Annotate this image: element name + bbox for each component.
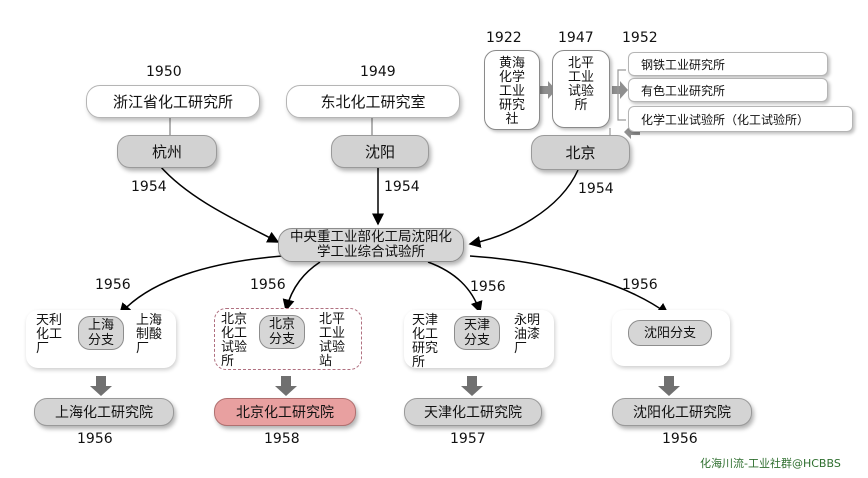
org-zhejiang-chemical-institute: 浙江省化工研究所 bbox=[86, 85, 260, 118]
center-shenyang-comprehensive-lab: 中央重工业部化工局沈阳化学工业综合试验所 bbox=[278, 228, 464, 262]
merge-year-hangzhou: 1954 bbox=[131, 179, 167, 195]
beijing-right-station: 北平工业试验站 bbox=[319, 312, 346, 369]
city-beijing: 北京 bbox=[531, 135, 630, 170]
org-dongbei-chemical-lab: 东北化工研究室 bbox=[286, 85, 460, 118]
branch-year-beijing: 1956 bbox=[250, 277, 286, 293]
beijing-left-institute: 北京化工试验所 bbox=[221, 312, 248, 369]
arrow-beiping-institutes bbox=[612, 81, 628, 99]
down-arrow-beijing bbox=[275, 376, 297, 396]
pill-beijing-branch: 北京分支 bbox=[259, 315, 305, 349]
branch-shanghai: 天利化工厂 上海分支 上海制酸厂 bbox=[26, 310, 176, 368]
pill-shenyang-branch: 沈阳分支 bbox=[628, 320, 712, 346]
result-year-beijing: 1958 bbox=[264, 431, 300, 447]
arrow-center-shanghai bbox=[119, 255, 283, 316]
year-1952: 1952 bbox=[622, 30, 658, 46]
shanghai-right-factory: 上海制酸厂 bbox=[136, 313, 163, 356]
watermark: 化海川流-工业社群@HCBBS bbox=[700, 457, 841, 470]
result-shenyang-institute: 沈阳化工研究院 bbox=[612, 398, 752, 426]
result-year-shanghai: 1956 bbox=[77, 431, 113, 447]
down-arrow-shenyang bbox=[658, 376, 680, 396]
institute-nonferrous: 有色工业研究所 bbox=[628, 78, 828, 102]
result-tianjin-institute: 天津化工研究院 bbox=[404, 398, 542, 426]
branch-year-shenyang: 1956 bbox=[622, 277, 658, 293]
city-hangzhou: 杭州 bbox=[117, 135, 217, 168]
down-arrow-tianjin bbox=[461, 376, 483, 396]
down-arrow-shanghai bbox=[90, 376, 112, 396]
result-year-shenyang: 1956 bbox=[662, 431, 698, 447]
tianjin-right-factory: 永明油漆厂 bbox=[514, 313, 541, 356]
branch-tianjin: 天津化工研究所 天津分支 永明油漆厂 bbox=[404, 310, 554, 370]
arrow-hangzhou-center bbox=[159, 165, 280, 243]
bracket-institutes bbox=[617, 69, 626, 121]
year-1949: 1949 bbox=[360, 64, 396, 80]
arrow-beijing-center bbox=[468, 169, 579, 248]
result-year-tianjin: 1957 bbox=[450, 431, 486, 447]
city-shenyang: 沈阳 bbox=[331, 135, 429, 168]
tianjin-left-institute: 天津化工研究所 bbox=[412, 313, 439, 370]
institute-chemical-test: 化学工业试验所（化工试验所） bbox=[628, 106, 853, 132]
org-beiping-industrial-institute: 北平工业试验所 bbox=[552, 50, 610, 128]
pill-tianjin-branch: 天津分支 bbox=[454, 316, 500, 350]
year-1950: 1950 bbox=[146, 64, 182, 80]
institute-steel: 钢铁工业研究所 bbox=[628, 52, 828, 76]
branch-year-tianjin: 1956 bbox=[470, 279, 506, 295]
arrow-center-tianjin bbox=[427, 261, 483, 314]
branch-shenyang: 沈阳分支 bbox=[612, 310, 730, 366]
shanghai-left-factory: 天利化工厂 bbox=[36, 313, 63, 356]
result-shanghai-institute: 上海化工研究院 bbox=[34, 398, 174, 426]
year-1922: 1922 bbox=[486, 30, 522, 46]
merge-year-shenyang: 1954 bbox=[384, 179, 420, 195]
merge-year-beijing: 1954 bbox=[578, 181, 614, 197]
result-beijing-institute: 北京化工研究院 bbox=[214, 398, 356, 426]
branch-beijing: 北京化工试验所 北京分支 北平工业试验站 bbox=[214, 308, 362, 370]
pill-shanghai-branch: 上海分支 bbox=[78, 316, 124, 350]
branch-year-shanghai: 1956 bbox=[95, 277, 131, 293]
arrow-center-shenyang-branch bbox=[469, 255, 670, 315]
arrow-center-beijing bbox=[282, 261, 321, 312]
year-1947: 1947 bbox=[558, 30, 594, 46]
org-huanghai-chemical-society: 黄海化学工业研究社 bbox=[484, 50, 540, 130]
